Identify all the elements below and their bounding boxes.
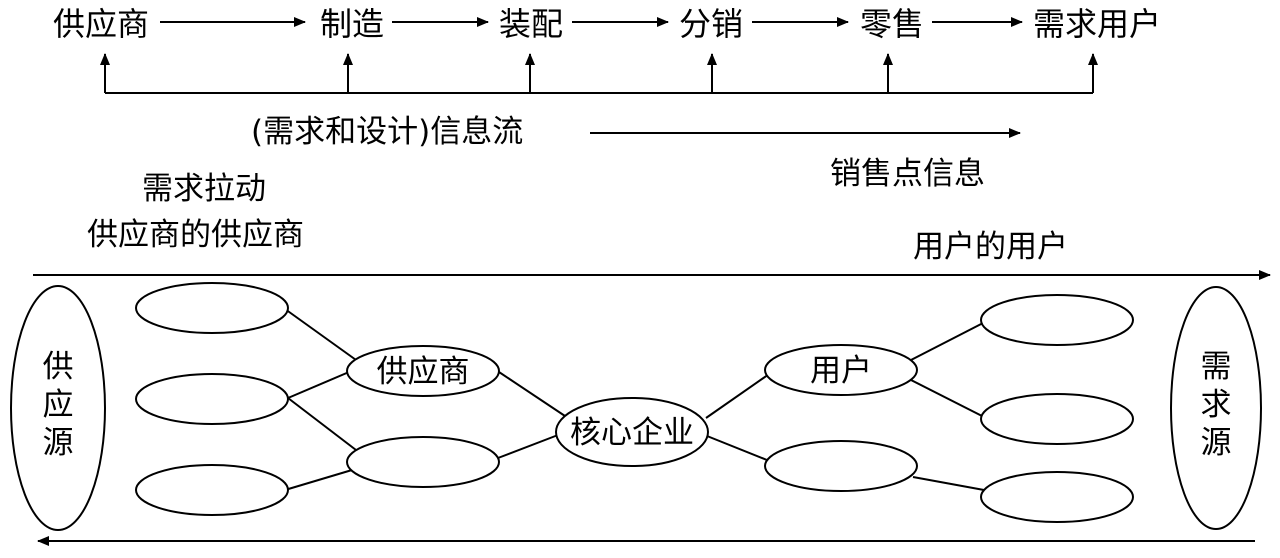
- customer-node-label: 用户: [810, 353, 872, 389]
- tier2-supplier-node: [135, 464, 289, 516]
- connector-line: [705, 371, 773, 419]
- supplier-node: [346, 345, 500, 397]
- core-enterprise-node: [555, 397, 709, 467]
- connector-line: [910, 379, 985, 418]
- connector-line: [284, 469, 353, 491]
- connectors: [284, 308, 986, 491]
- stage-supplier: 供应商: [53, 5, 149, 43]
- tier2-customer-node: [980, 294, 1134, 346]
- demand-source-char: 源: [1201, 425, 1232, 461]
- connector-line: [287, 371, 350, 399]
- connector-line: [287, 397, 357, 451]
- supplier-node-blank: [346, 436, 500, 488]
- supply-source-char: 供: [43, 349, 74, 385]
- demand-source-char: 需: [1201, 349, 1232, 385]
- supply-source-ellipse: [10, 285, 106, 531]
- stage-retail: 零售: [860, 5, 924, 43]
- pos-info-label: 销售点信息: [830, 156, 985, 192]
- supply-source-char: 应: [43, 387, 74, 423]
- core-enterprise-label: 核心企业: [570, 415, 694, 451]
- downstream-label: 用户的用户: [913, 229, 1068, 265]
- demand-pull-label: 需求拉动: [142, 171, 266, 207]
- stage-manufacturing: 制造: [320, 5, 384, 43]
- connector-line: [497, 434, 559, 459]
- info-flow-label: (需求和设计)信息流: [251, 114, 523, 150]
- stage-end-user: 需求用户: [1033, 5, 1161, 43]
- process-flow: 供应商 制造 装配 分销 零售 需求用户 (需求和设计)信息流 销售点信息: [53, 5, 1161, 192]
- customer-node-blank: [764, 440, 918, 492]
- customer-node: [764, 344, 918, 396]
- connector-line: [706, 435, 768, 461]
- supply-source-char: 源: [43, 425, 74, 461]
- demand-source-char: 求: [1201, 387, 1232, 423]
- connector-line: [912, 476, 985, 491]
- tier2-supplier-node: [135, 282, 289, 334]
- tier2-supplier-node: [135, 373, 289, 425]
- tier2-customer-node: [980, 471, 1134, 523]
- supply-chain-network: 需求拉动 供应商的供应商 用户的用户 供 应 源 需 求 源: [10, 171, 1271, 546]
- stage-distribution: 分销: [679, 5, 743, 43]
- tier2-customer-node: [980, 393, 1134, 445]
- connector-line: [495, 369, 569, 419]
- upstream-label: 供应商的供应商: [87, 217, 304, 253]
- demand-source-ellipse: [1170, 286, 1262, 530]
- supplier-node-label: 供应商: [377, 354, 470, 390]
- connector-line: [910, 321, 986, 361]
- stage-assembly: 装配: [499, 5, 563, 43]
